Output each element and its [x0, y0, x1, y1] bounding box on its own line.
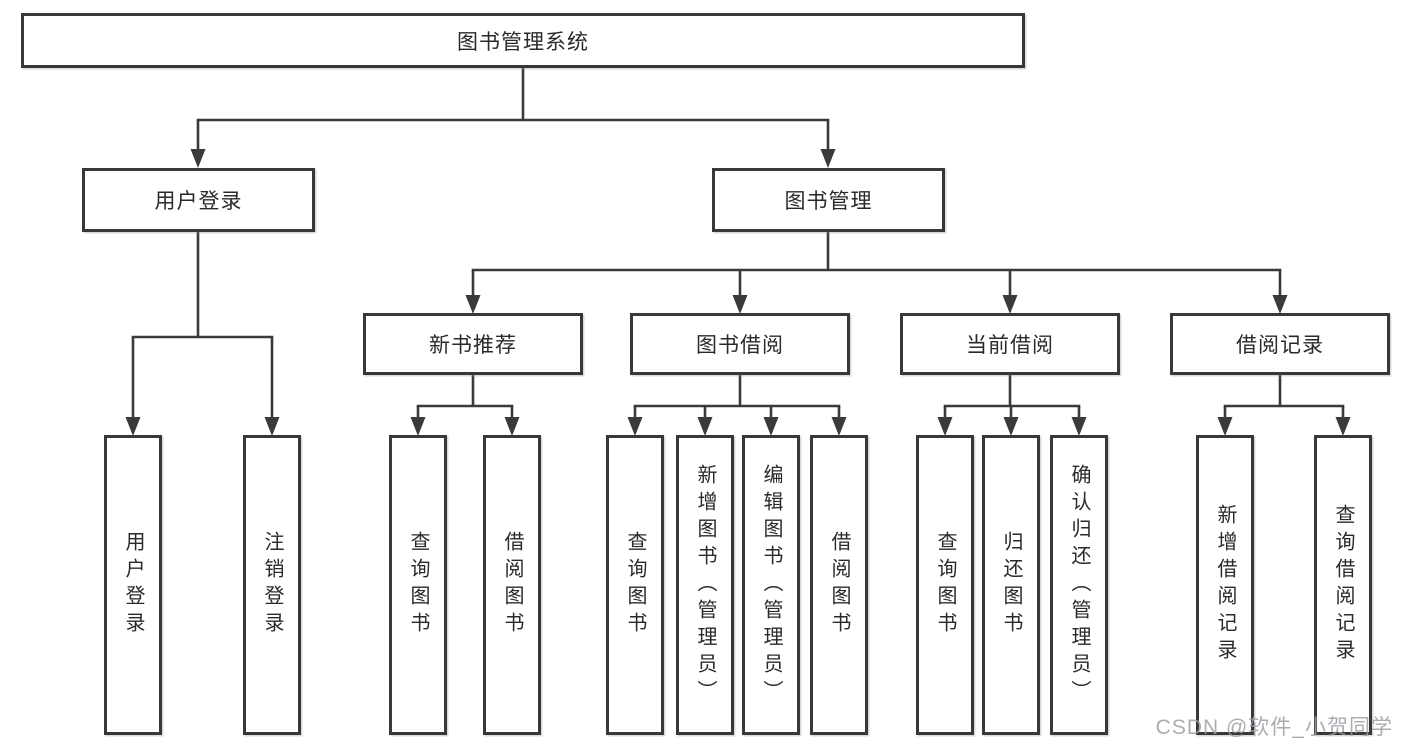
node-book-management-label: 图书管理 [784, 190, 873, 213]
node-user-login: 用户登录 [82, 168, 315, 232]
leaf-user-login: 用户登录 [104, 435, 162, 735]
node-root-label: 图书管理系统 [457, 30, 589, 54]
node-book-management: 图书管理 [712, 168, 945, 232]
node-book-borrowing: 图书借阅 [630, 313, 850, 375]
leaf-add-borrow-record: 新增借阅记录 [1196, 435, 1254, 735]
node-current-borrowing: 当前借阅 [900, 313, 1120, 375]
node-new-book-recommend: 新书推荐 [363, 313, 583, 375]
node-root: 图书管理系统 [21, 13, 1025, 68]
leaf-logout: 注销登录 [243, 435, 301, 735]
leaf-edit-books-admin: 编辑图书（管理员） [742, 435, 800, 735]
node-borrow-records-label: 借阅记录 [1236, 334, 1324, 357]
node-book-borrowing-label: 图书借阅 [696, 334, 784, 357]
leaf-query-books-recommend: 查询图书 [389, 435, 447, 735]
csdn-watermark: CSDN @软件_小贺同学 [1155, 716, 1393, 739]
node-borrow-records: 借阅记录 [1170, 313, 1390, 375]
leaf-confirm-return-admin: 确认归还（管理员） [1050, 435, 1108, 735]
leaf-query-borrow-record: 查询借阅记录 [1314, 435, 1372, 735]
leaf-borrow-books-recommend: 借阅图书 [483, 435, 541, 735]
leaf-return-books: 归还图书 [982, 435, 1040, 735]
node-current-borrowing-label: 当前借阅 [966, 334, 1054, 357]
node-user-login-label: 用户登录 [154, 190, 243, 213]
leaf-add-books-admin: 新增图书（管理员） [676, 435, 734, 735]
leaf-query-books-borrowing: 查询图书 [606, 435, 664, 735]
leaf-query-books-current: 查询图书 [916, 435, 974, 735]
node-new-book-recommend-label: 新书推荐 [429, 334, 517, 357]
leaf-borrow-books: 借阅图书 [810, 435, 868, 735]
